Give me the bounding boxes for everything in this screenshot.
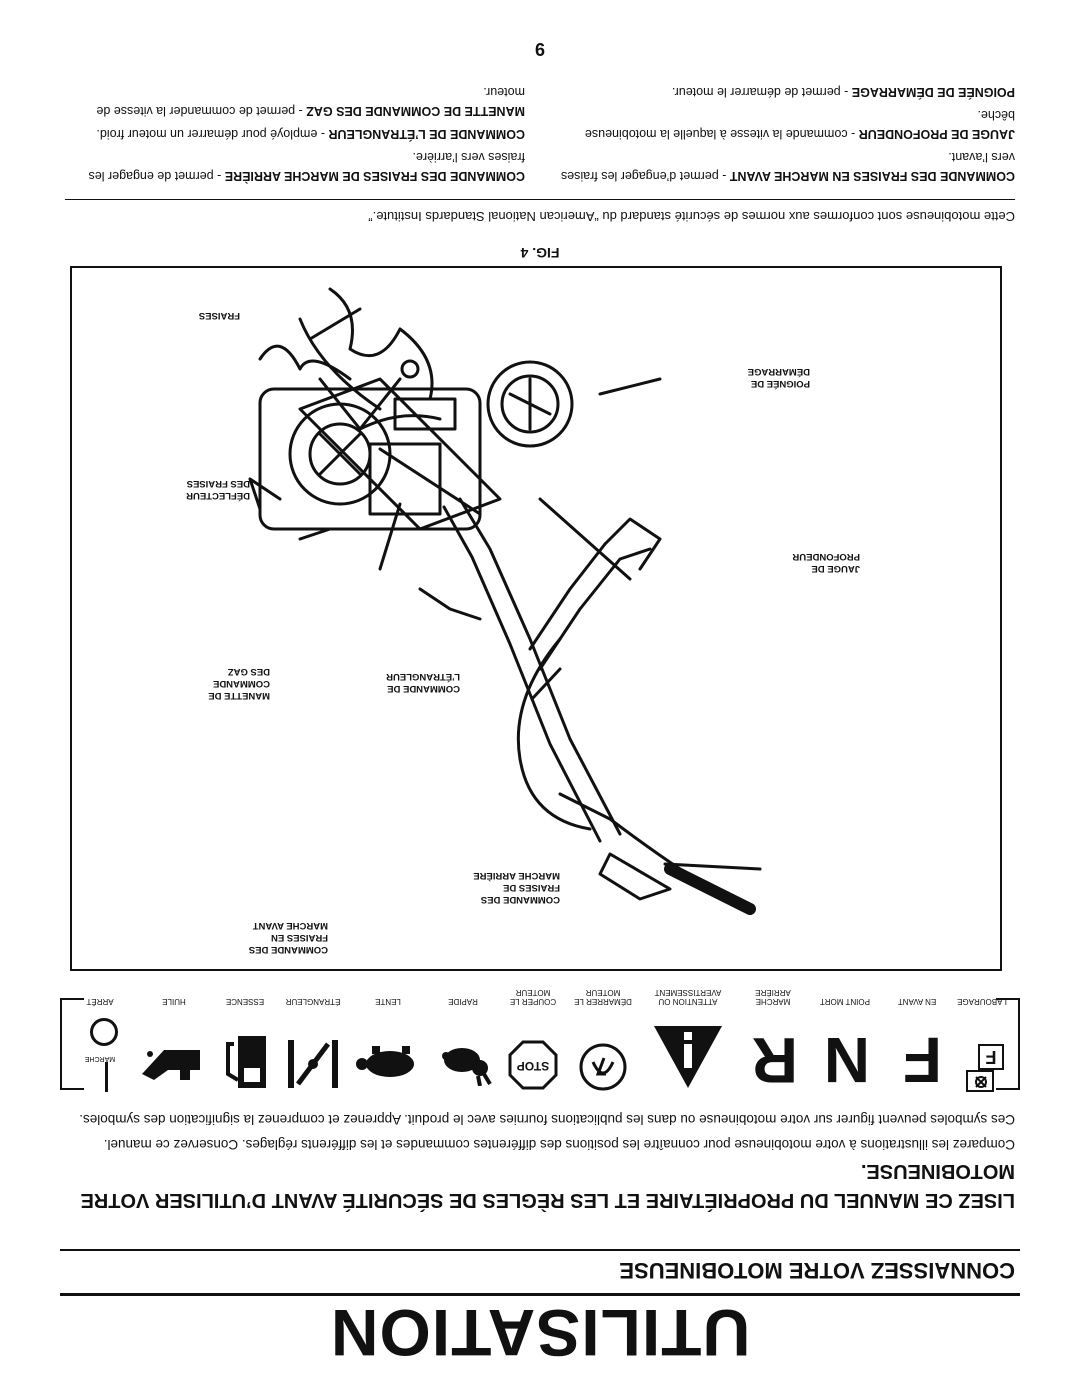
desc-throttle: MANETTE DE COMMANDE DES GAZ - permet de …: [65, 82, 525, 120]
tines-icon: [975, 1076, 987, 1088]
symbol-label-fuel: ESSENCE: [225, 997, 265, 1006]
callout-depth-line1: JAUGE DE: [811, 563, 860, 574]
neutral-letter: N: [823, 1024, 870, 1096]
standards-note: Cette motobineuse sont conformes aux nor…: [368, 209, 1015, 224]
symbol-label-forward: EN AVANT: [897, 997, 937, 1006]
figure-frame: COMMANDE DES FRAISES EN MARCHE AVANT COM…: [70, 266, 1002, 971]
callout-starter-handle: POIGNÉE DE DÉMARRAGE: [670, 365, 810, 389]
callout-choke: COMMANDE DE L’ÉTRANGLEUR: [300, 670, 460, 694]
callout-throttle: MANETTE DE COMMANDE DES GAZ: [150, 665, 270, 701]
desc-term: COMMANDE DES FRAISES DE MARCHE ARRIÈRE: [224, 169, 525, 183]
fuel-symbol: ESSENCE: [212, 986, 278, 1098]
callout-throttle-line2: COMMANDE: [213, 678, 270, 689]
desc-term: COMMANDE DES FRAISES EN MARCHE AVANT: [729, 169, 1015, 183]
figure-caption: FIG. 4: [520, 245, 560, 261]
callout-reverse-line1: COMMANDE DES: [480, 894, 560, 905]
lead-paragraph: LISEZ CE MANUEL DU PROPRIÉTAIRE ET LES R…: [80, 1160, 1015, 1211]
symbol-label-tilling: LABOURAGE: [957, 997, 1007, 1006]
page-title: UTILISATION: [329, 1296, 751, 1370]
fuel-pump-icon: [226, 1036, 266, 1088]
desc-forward-tines: COMMANDE DES FRAISES EN MARCHE AVANT - p…: [555, 147, 1015, 185]
callout-depth-line2: PROFONDEUR: [792, 551, 860, 562]
symbol-label-reverse: MARCHE ARRIÈRE: [755, 988, 791, 1006]
callout-starter-line2: DÉMARRAGE: [747, 366, 810, 377]
tilling-symbol: LABOURAGE: [952, 986, 1012, 1098]
symbol-label-off: ARRÊT: [86, 997, 114, 1006]
symbol-label-slow: LENTE: [375, 997, 401, 1006]
stop-engine-symbol: STOP COUPER LE MOTEUR: [498, 986, 568, 1098]
warning-triangle-icon: [654, 1026, 722, 1088]
symbol-label-warning: ATTENTION OU AVERTISSEMENT: [654, 988, 722, 1006]
oil-can-icon: [142, 1050, 200, 1080]
symbol-label-start-engine: DÉMARRER LE MOTEUR: [574, 988, 632, 1006]
on-icon: [105, 1062, 108, 1092]
stop-sign-icon: [508, 1040, 558, 1090]
stop-sign-text: STOP: [516, 1059, 550, 1073]
heading-rule: [60, 1249, 1020, 1251]
callout-starter-line1: POIGNÉE DE: [750, 378, 810, 389]
desc-term: JAUGE DE PROFONDEUR: [858, 127, 1015, 141]
desc-depth-bar: JAUGE DE PROFONDEUR - commande la vitess…: [555, 105, 1015, 143]
symbol-label-on: MARCHE: [84, 1055, 116, 1062]
start-engine-icon: [579, 1043, 627, 1091]
fast-symbol: RAPIDE: [428, 986, 498, 1098]
symbol-label-oil: HUILE: [162, 997, 186, 1006]
desc-starter-handle: POIGNÉE DE DÉMARRAGE - permet de démarre…: [555, 82, 1015, 101]
symbols-paragraph: Ces symboles peuvent figurer sur votre m…: [79, 1112, 1015, 1127]
desc-reverse-tines: COMMANDE DES FRAISES DE MARCHE ARRIÈRE -…: [65, 147, 525, 185]
symbol-label-fast: RAPIDE: [448, 997, 478, 1006]
start-engine-symbol: DÉMARRER LE MOTEUR: [568, 986, 638, 1098]
safety-symbol-bar: LABOURAGE F F EN AVANT N POINT MORT R MA…: [60, 986, 1020, 1098]
rabbit-icon: [442, 1048, 492, 1086]
choke-symbol: ÉTRANGLEUR: [278, 986, 348, 1098]
desc-choke: COMMANDE DE L’ÉTRANGLEUR - employé pour …: [65, 124, 525, 143]
desc-text: - employé pour démarrer un moteur froid.: [96, 127, 329, 141]
desc-term: POIGNÉE DE DÉMARRAGE: [851, 85, 1015, 99]
note-rule: [65, 199, 1015, 200]
desc-term: MANETTE DE COMMANDE DES GAZ: [306, 104, 525, 118]
forward-mini-icon: F: [978, 1044, 1004, 1070]
reverse-symbol: R MARCHE ARRIÈRE: [738, 986, 808, 1098]
callout-reverse-tines: COMMANDE DES FRAISES DE MARCHE ARRIÈRE: [400, 869, 560, 905]
on-off-symbols: MARCHE ARRÊT: [72, 986, 128, 1098]
callout-reverse-line2: FRAISES DE: [502, 882, 560, 893]
forward-letter: F: [902, 1024, 942, 1096]
title-rule: [60, 1293, 1020, 1296]
intro-paragraph: Comparez les illustrations à votre motob…: [103, 1137, 1015, 1152]
callout-tines: FRAISES: [198, 310, 240, 321]
choke-icon: [288, 1040, 338, 1088]
callout-throttle-line3: DES GAZ: [227, 666, 270, 677]
callout-deflector-line2: DES FRAISES: [186, 478, 250, 489]
off-icon: [90, 1018, 118, 1046]
desc-term: COMMANDE DE L’ÉTRANGLEUR: [328, 127, 525, 141]
callout-forward-line3: MARCHE AVANT: [252, 920, 328, 931]
oil-symbol: HUILE: [136, 986, 212, 1098]
callout-forward-tines: COMMANDE DES FRAISES EN MARCHE AVANT: [128, 919, 328, 955]
turtle-icon: [356, 1046, 414, 1077]
callout-choke-line1: COMMANDE DE: [387, 683, 460, 694]
callout-choke-line2: L’ÉTRANGLEUR: [386, 671, 460, 682]
descriptions-right-column: COMMANDE DES FRAISES DE MARCHE ARRIÈRE -…: [65, 82, 525, 185]
callout-throttle-line1: MANETTE DE: [208, 690, 270, 701]
slow-symbol: LENTE: [348, 986, 428, 1098]
callout-deflector-line1: DÉFLECTEUR: [186, 490, 250, 501]
reverse-letter: R: [751, 1024, 798, 1096]
callout-forward-line1: COMMANDE DES: [248, 944, 328, 955]
symbol-label-neutral: POINT MORT: [820, 997, 870, 1006]
page-number: 9: [535, 39, 546, 59]
neutral-symbol: N POINT MORT: [810, 986, 880, 1098]
callout-forward-line2: FRAISES EN: [270, 932, 328, 943]
symbol-label-stop-engine: COUPER LE MOTEUR: [509, 988, 557, 1006]
section-heading: CONNAISSEZ VOTRE MOTOBINEUSE: [619, 1258, 1015, 1283]
desc-text: - permet de démarrer le moteur.: [671, 85, 852, 99]
warning-symbol: ATTENTION OU AVERTISSEMENT: [638, 986, 738, 1098]
callout-depth-bar: JAUGE DE PROFONDEUR: [720, 550, 860, 574]
symbol-label-choke: ÉTRANGLEUR: [285, 997, 341, 1006]
callout-deflector: DÉFLECTEUR DES FRAISES: [110, 477, 250, 501]
descriptions-left-column: COMMANDE DES FRAISES EN MARCHE AVANT - p…: [555, 82, 1015, 185]
forward-symbol: F EN AVANT: [882, 986, 952, 1098]
callout-reverse-line3: MARCHE ARRIÈRE: [473, 870, 560, 881]
tiller-illustration: [248, 287, 762, 915]
